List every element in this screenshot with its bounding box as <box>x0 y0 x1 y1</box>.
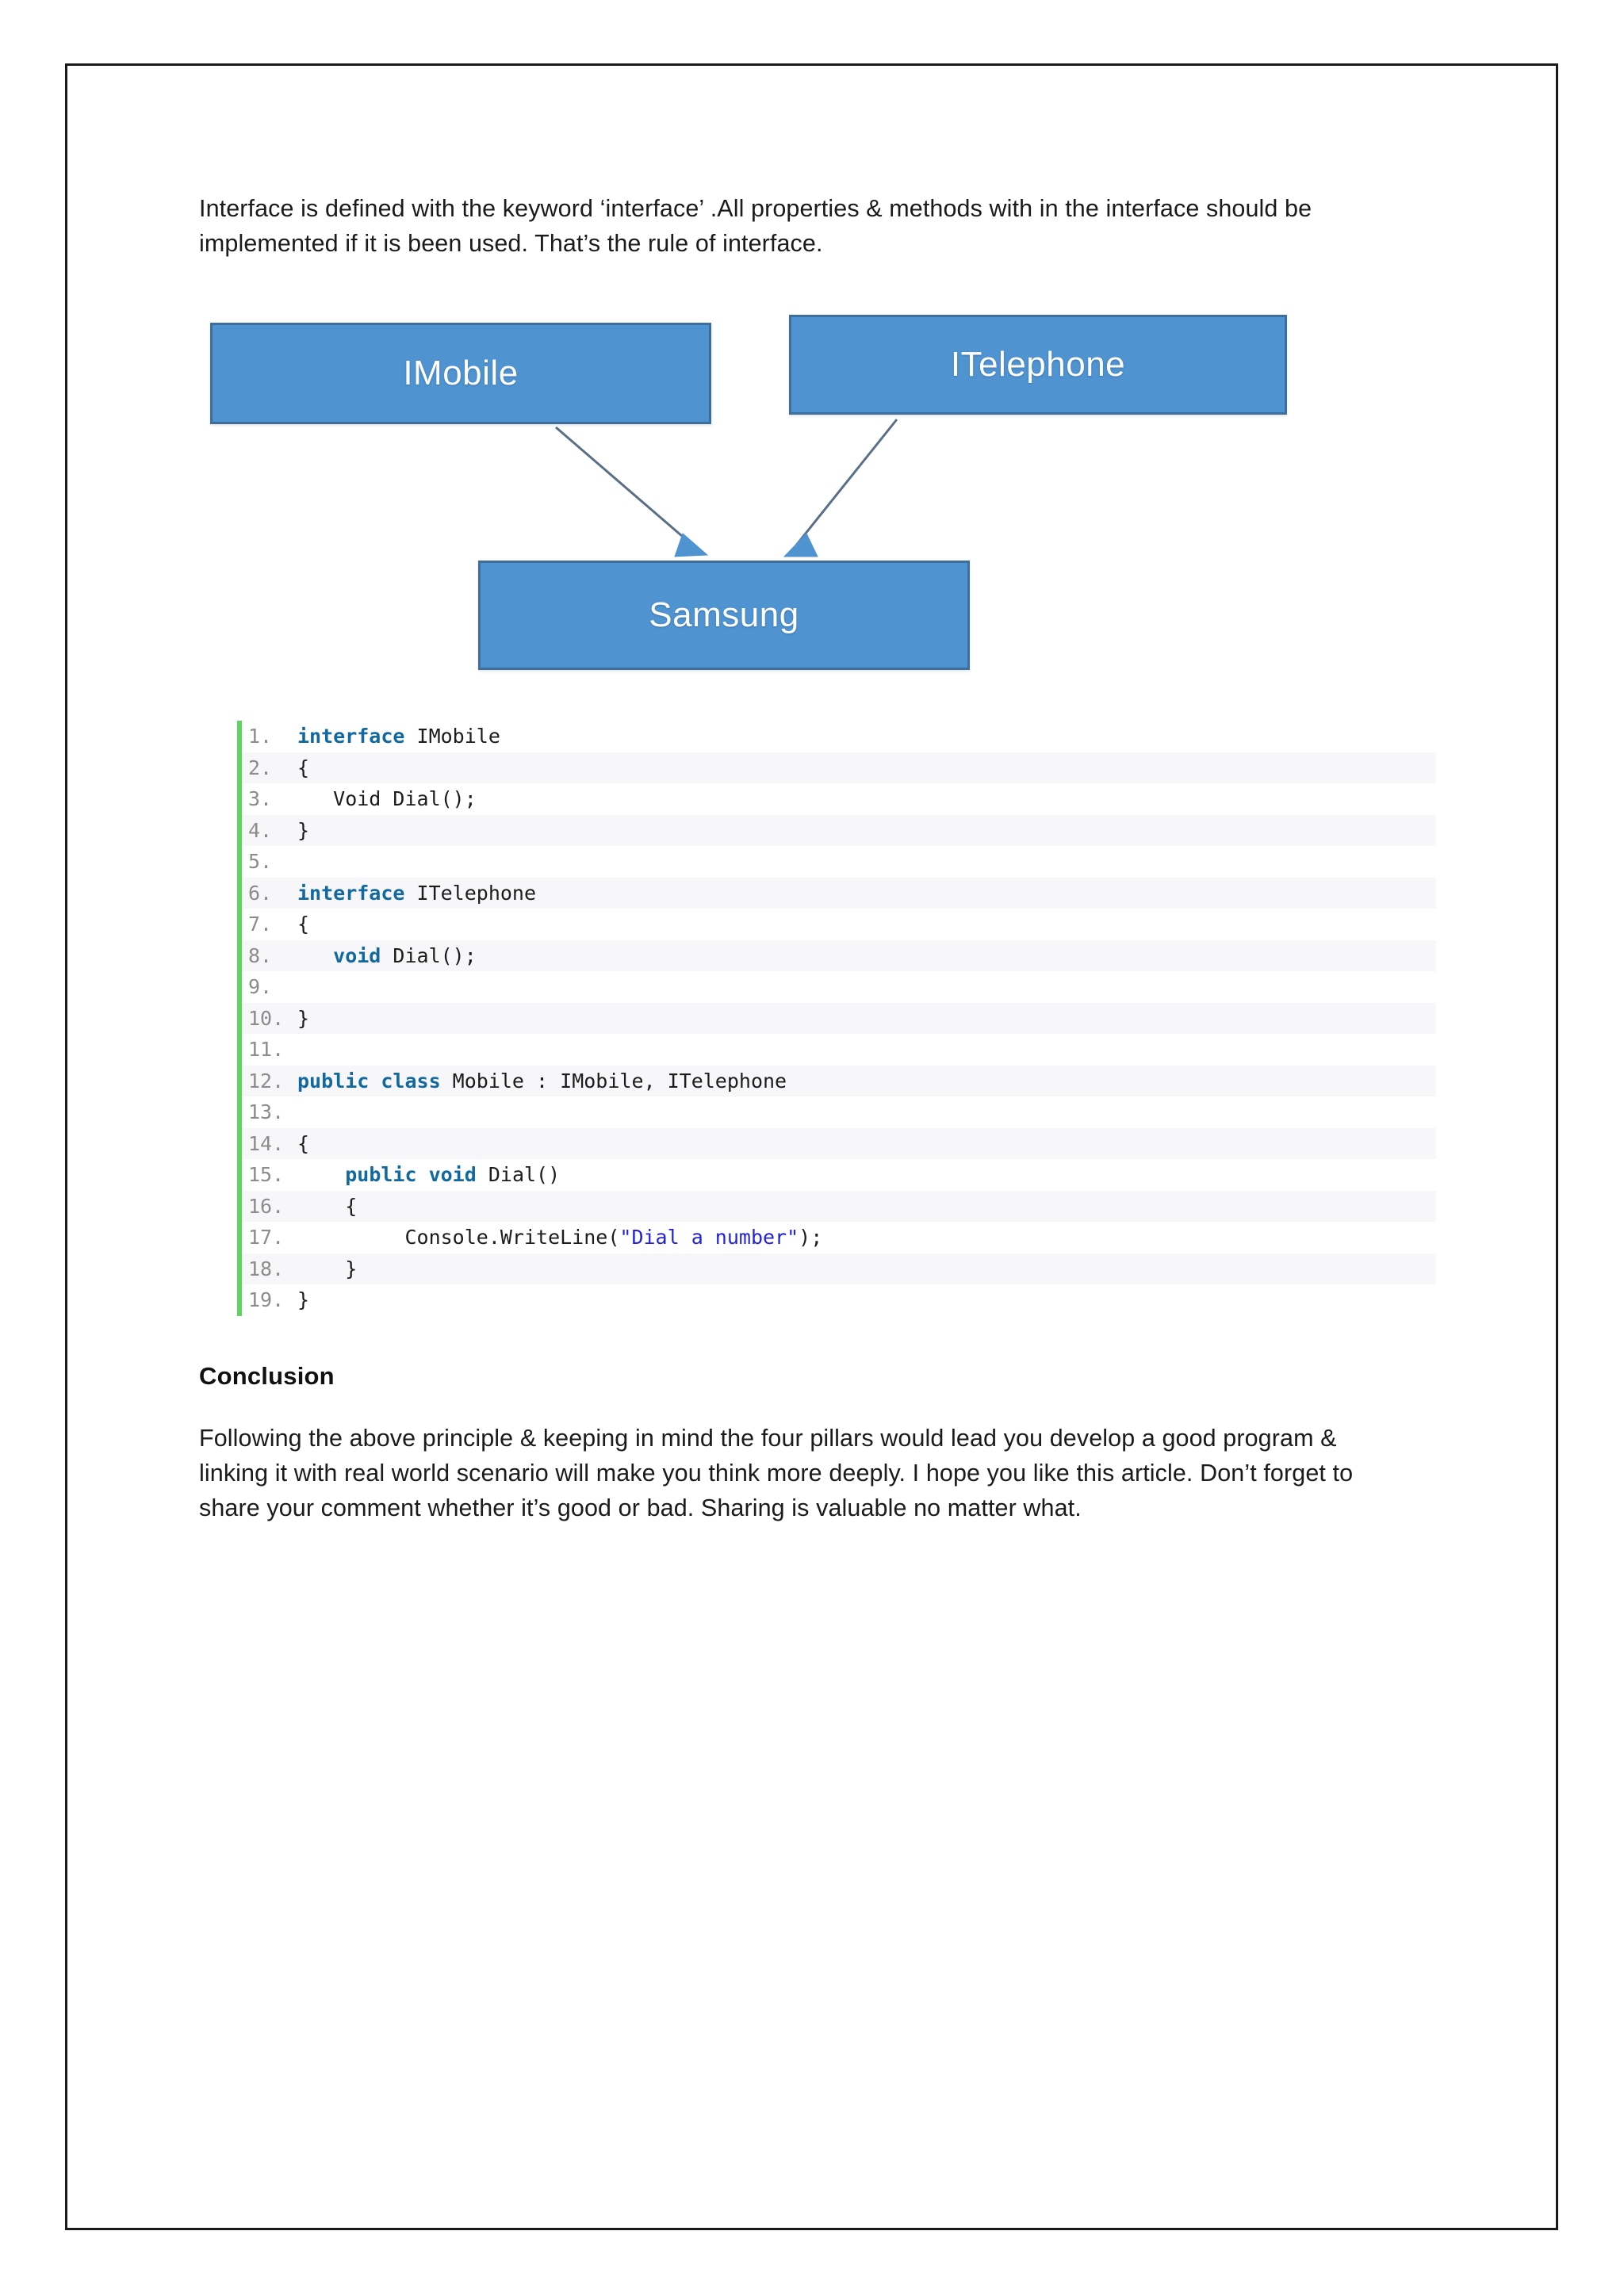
code-line-number: 12. <box>248 1069 285 1093</box>
conclusion-heading: Conclusion <box>199 1361 335 1390</box>
page-sheet: Interface is defined with the keyword ‘i… <box>65 63 1558 2230</box>
code-line-number: 5. <box>248 850 273 873</box>
code-line-number: 14. <box>248 1131 285 1155</box>
code-line: 11. <box>237 1034 1436 1066</box>
code-line-text: public class Mobile : IMobile, ITelephon… <box>297 1069 787 1093</box>
code-line: 17. Console.WriteLine("Dial a number"); <box>237 1222 1436 1253</box>
code-line-text: Void Dial(); <box>297 787 477 810</box>
code-line: 18. } <box>237 1253 1436 1284</box>
code-line: 3. Void Dial(); <box>237 783 1436 815</box>
code-line-text: { <box>297 913 310 936</box>
code-line-number: 9. <box>248 975 273 998</box>
code-line-number: 17. <box>248 1226 285 1249</box>
code-line: 15. public void Dial() <box>237 1159 1436 1191</box>
code-line: 4.} <box>237 814 1436 846</box>
diagram-node-itelephone-label: ITelephone <box>950 345 1126 384</box>
code-line-number: 10. <box>248 1006 285 1030</box>
diagram-node-imobile: IMobile <box>210 323 711 424</box>
code-line-number: 6. <box>248 881 273 905</box>
code-line-number: 4. <box>248 818 273 842</box>
code-line: 5. <box>237 846 1436 878</box>
code-line-number: 11. <box>248 1038 285 1061</box>
intro-paragraph: Interface is defined with the keyword ‘i… <box>199 195 1312 257</box>
conclusion-paragraph: Following the above principle & keeping … <box>199 1424 1354 1521</box>
code-line: 9. <box>237 971 1436 1003</box>
code-line: 1. interface IMobile <box>237 721 1436 752</box>
code-line-number: 18. <box>248 1257 285 1280</box>
code-line-number: 13. <box>248 1100 285 1123</box>
code-line-number: 15. <box>248 1163 285 1186</box>
code-line: 14. { <box>237 1127 1436 1159</box>
code-line-text: public void Dial() <box>345 1163 561 1186</box>
code-line-number: 2. <box>248 756 273 779</box>
code-line: 16. { <box>237 1190 1436 1222</box>
diagram-arrows <box>555 419 898 557</box>
code-line-number: 7. <box>248 913 273 936</box>
code-gutter-accent-bar <box>237 721 242 1316</box>
code-line-number: 1. <box>248 725 273 748</box>
code-line-text: } <box>297 1006 310 1030</box>
code-line-number: 8. <box>248 943 273 967</box>
code-line: 6. interface ITelephone <box>237 877 1436 909</box>
diagram-node-itelephone: ITelephone <box>789 315 1287 415</box>
page-content: Interface is defined with the keyword ‘i… <box>199 191 1436 1525</box>
diagram-node-samsung-label: Samsung <box>649 595 799 634</box>
code-line: 7. { <box>237 909 1436 940</box>
code-line-number: 3. <box>248 787 273 810</box>
code-line: 13. <box>237 1096 1436 1128</box>
code-line-text: void Dial(); <box>333 943 477 967</box>
code-line-number: 16. <box>248 1194 285 1218</box>
diagram-node-imobile-label: IMobile <box>403 354 519 392</box>
code-line-text: { <box>297 1194 358 1218</box>
code-line-text: } <box>297 1288 310 1311</box>
code-line-text: } <box>297 818 310 842</box>
code-line-text: } <box>297 1257 358 1280</box>
code-line: 8. void Dial(); <box>237 939 1436 971</box>
code-line-text: { <box>297 756 310 779</box>
code-line-text: { <box>297 1131 310 1155</box>
code-line-text: interface IMobile <box>297 725 500 748</box>
code-line-text: interface ITelephone <box>297 881 537 905</box>
diagram-node-samsung: Samsung <box>478 561 970 670</box>
code-line: 19.} <box>237 1284 1436 1316</box>
interface-inheritance-diagram: IMobile ITelephone Samsung <box>199 299 1436 679</box>
code-line: 12. public class Mobile : IMobile, ITelep… <box>237 1065 1436 1096</box>
code-line: 10.} <box>237 1002 1436 1034</box>
code-line: 2. { <box>237 752 1436 783</box>
code-line-number: 19. <box>248 1288 285 1311</box>
code-line-text: Console.WriteLine("Dial a number"); <box>297 1226 823 1249</box>
